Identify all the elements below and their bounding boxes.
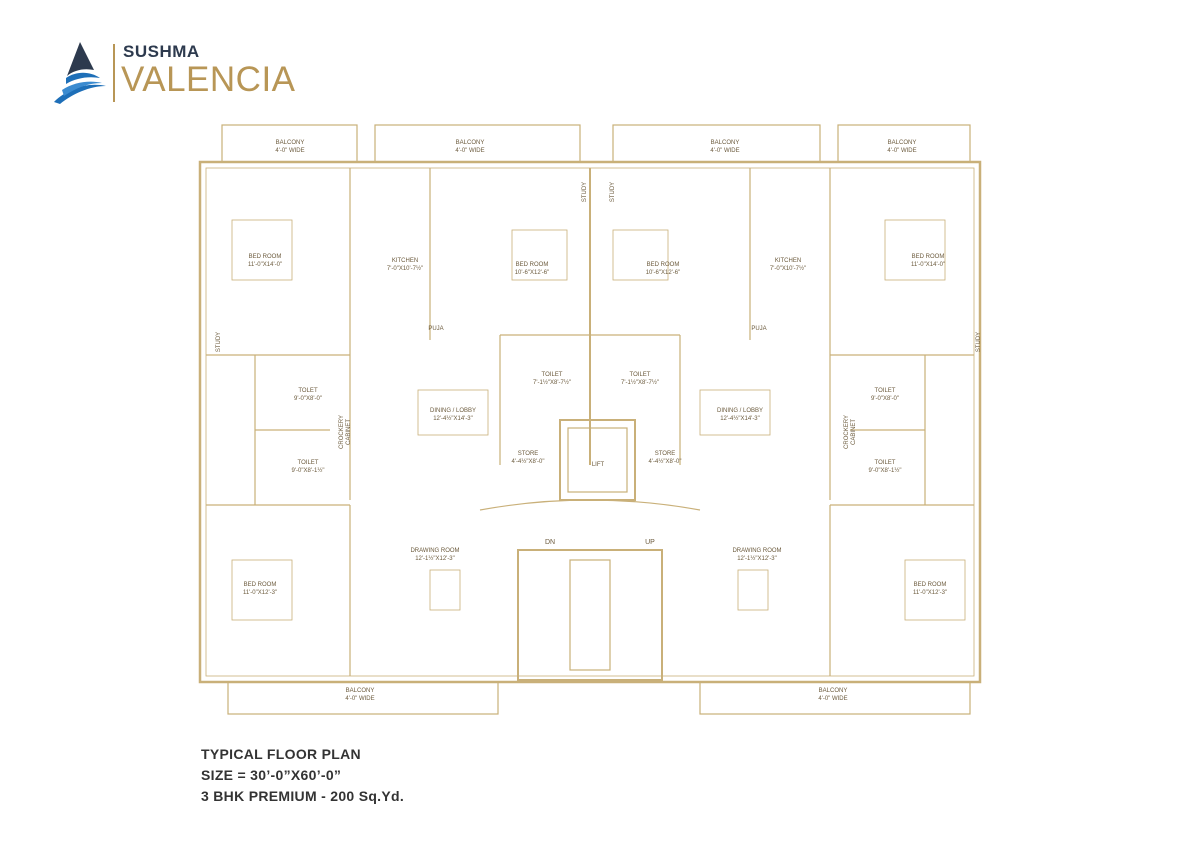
label-balcony-tc2-size: 4'-0" WIDE [710,148,739,154]
balcony-top-right [837,124,971,163]
label-bed-tl: BED ROOM [249,254,282,260]
label-dining-r-size: 12'-4½"X14'-3" [720,415,760,422]
bed-furniture [884,219,946,281]
caption-type: 3 BHK PREMIUM - 200 Sq.Yd. [201,788,405,804]
label-balcony-tl: BALCONY [276,140,305,146]
label-store-l-size: 4'-4½"X8'-0" [512,458,545,465]
label-store-l: STORE [518,451,539,457]
label-bed-bl: BED ROOM [244,582,277,588]
label-toilet-r2: TOILET [875,460,896,466]
label-up: UP [645,539,655,546]
triangle-wave-logo-icon [54,42,106,104]
stair-well [569,559,611,671]
label-toilet-cl: TOILET [542,372,563,378]
label-bed-tl-size: 11'-0"X14'-0" [248,262,282,268]
balcony-bottom-left [227,681,499,715]
label-bed-tr: BED ROOM [912,254,945,260]
label-puja-r: PUJA [751,326,766,332]
lift-shaft [559,419,636,501]
label-store-r: STORE [655,451,676,457]
label-balcony-bl-size: 4'-0" WIDE [345,696,374,702]
label-drawing-l: DRAWING ROOM [410,548,459,554]
label-lift: LIFT [592,462,605,468]
brand-logo: SUSHMA VALENCIA [50,38,320,108]
label-dn: DN [545,539,555,546]
label-toilet-cr-size: 7'-1½"X8'-7½" [621,379,659,386]
label-toilet-l-size: 9'-0"X8'-1½" [292,467,325,474]
label-drawing-r-size: 12'-1½"X12'-3" [737,555,777,562]
brand-name-main: VALENCIA [121,60,296,99]
label-study-cr: STUDY [610,182,616,202]
label-bed-br-size: 11'-0"X12'-3" [913,590,947,596]
label-toilet-r1-size: 9'-0"X8'-0" [871,396,899,402]
label-dining-r: DINING / LOBBY [717,408,763,414]
label-balcony-br-size: 4'-0" WIDE [818,696,847,702]
bed-furniture [612,229,669,281]
label-balcony-tc1-size: 4'-0" WIDE [455,148,484,154]
lift-car [567,427,628,493]
label-balcony-tc2: BALCONY [711,140,740,146]
label-balcony-tl-size: 4'-0" WIDE [275,148,304,154]
label-toilet-cl-size: 7'-1½"X8'-7½" [533,379,571,386]
label-kitchen-r-size: 7'-0"X10'-7½" [770,265,806,272]
staircase [517,549,663,681]
brand-divider [113,44,115,102]
label-balcony-tr: BALCONY [888,140,917,146]
dining-table [699,389,771,436]
label-bed-br: BED ROOM [914,582,947,588]
caption-size: SIZE = 30’-0”X60’-0” [201,767,342,783]
bed-furniture [231,219,293,281]
label-balcony-tc1: BALCONY [456,140,485,146]
label-study-r: STUDY [976,332,982,352]
balcony-top-left [221,124,358,163]
label-dining-l-size: 12'-4½"X14'-3" [433,415,473,422]
label-study-l: STUDY [216,332,222,352]
bed-furniture [904,559,966,621]
label-tolet-l: TOLET [298,388,318,394]
bed-furniture [231,559,293,621]
label-toilet-l: TOILET [298,460,319,466]
floor-plan: BALCONY 4'-0" WIDE BALCONY 4'-0" WIDE BA… [198,124,982,715]
label-bed-cr: BED ROOM [647,262,680,268]
label-toilet-r2-size: 9'-0"X8'-1½" [869,467,902,474]
label-kitchen-r: KITCHEN [775,258,801,264]
drawing-table [737,569,769,611]
drawing-table [429,569,461,611]
balcony-top-center-right [612,124,821,163]
label-balcony-br: BALCONY [819,688,848,694]
label-drawing-r: DRAWING ROOM [732,548,781,554]
plan-walls [198,124,982,715]
label-toilet-r1: TOILET [875,388,896,394]
label-study-cl: STUDY [582,182,588,202]
dining-table [417,389,489,436]
bed-furniture [511,229,568,281]
outer-wall [198,160,982,684]
plan-labels: BALCONY 4'-0" WIDE BALCONY 4'-0" WIDE BA… [216,140,982,702]
lobby-arc [479,499,701,511]
label-bed-cr-size: 10'-6"X12'-6" [646,270,681,276]
label-balcony-bl: BALCONY [346,688,375,694]
label-crockery-r: CROCKERY [844,415,850,449]
brand-name-top: SUSHMA [123,42,200,61]
balcony-bottom-right [699,681,971,715]
label-store-r-size: 4'-4½"X8'-0" [649,458,682,465]
label-bed-cl: BED ROOM [516,262,549,268]
label-tolet-l-size: 9'-0"X8'-0" [294,396,322,402]
balcony-top-center-left [374,124,581,163]
caption-title: TYPICAL FLOOR PLAN [201,746,361,762]
label-kitchen-l: KITCHEN [392,258,418,264]
label-drawing-l-size: 12'-1½"X12'-3" [415,555,455,562]
label-toilet-cr: TOILET [630,372,651,378]
label-cabinet-l: CABINET [346,419,352,445]
label-balcony-tr-size: 4'-0" WIDE [887,148,916,154]
label-dining-l: DINING / LOBBY [430,408,476,414]
label-bed-bl-size: 11'-0"X12'-3" [243,590,277,596]
label-kitchen-l-size: 7'-0"X10'-7½" [387,265,423,272]
label-bed-cl-size: 10'-6"X12'-6" [515,270,550,276]
label-cabinet-r: CABINET [851,419,857,445]
label-bed-tr-size: 11'-0"X14'-0" [911,262,945,268]
label-puja-l: PUJA [428,326,443,332]
label-crockery-l: CROCKERY [339,415,345,449]
plan-caption: TYPICAL FLOOR PLAN SIZE = 30’-0”X60’-0” … [201,744,404,807]
